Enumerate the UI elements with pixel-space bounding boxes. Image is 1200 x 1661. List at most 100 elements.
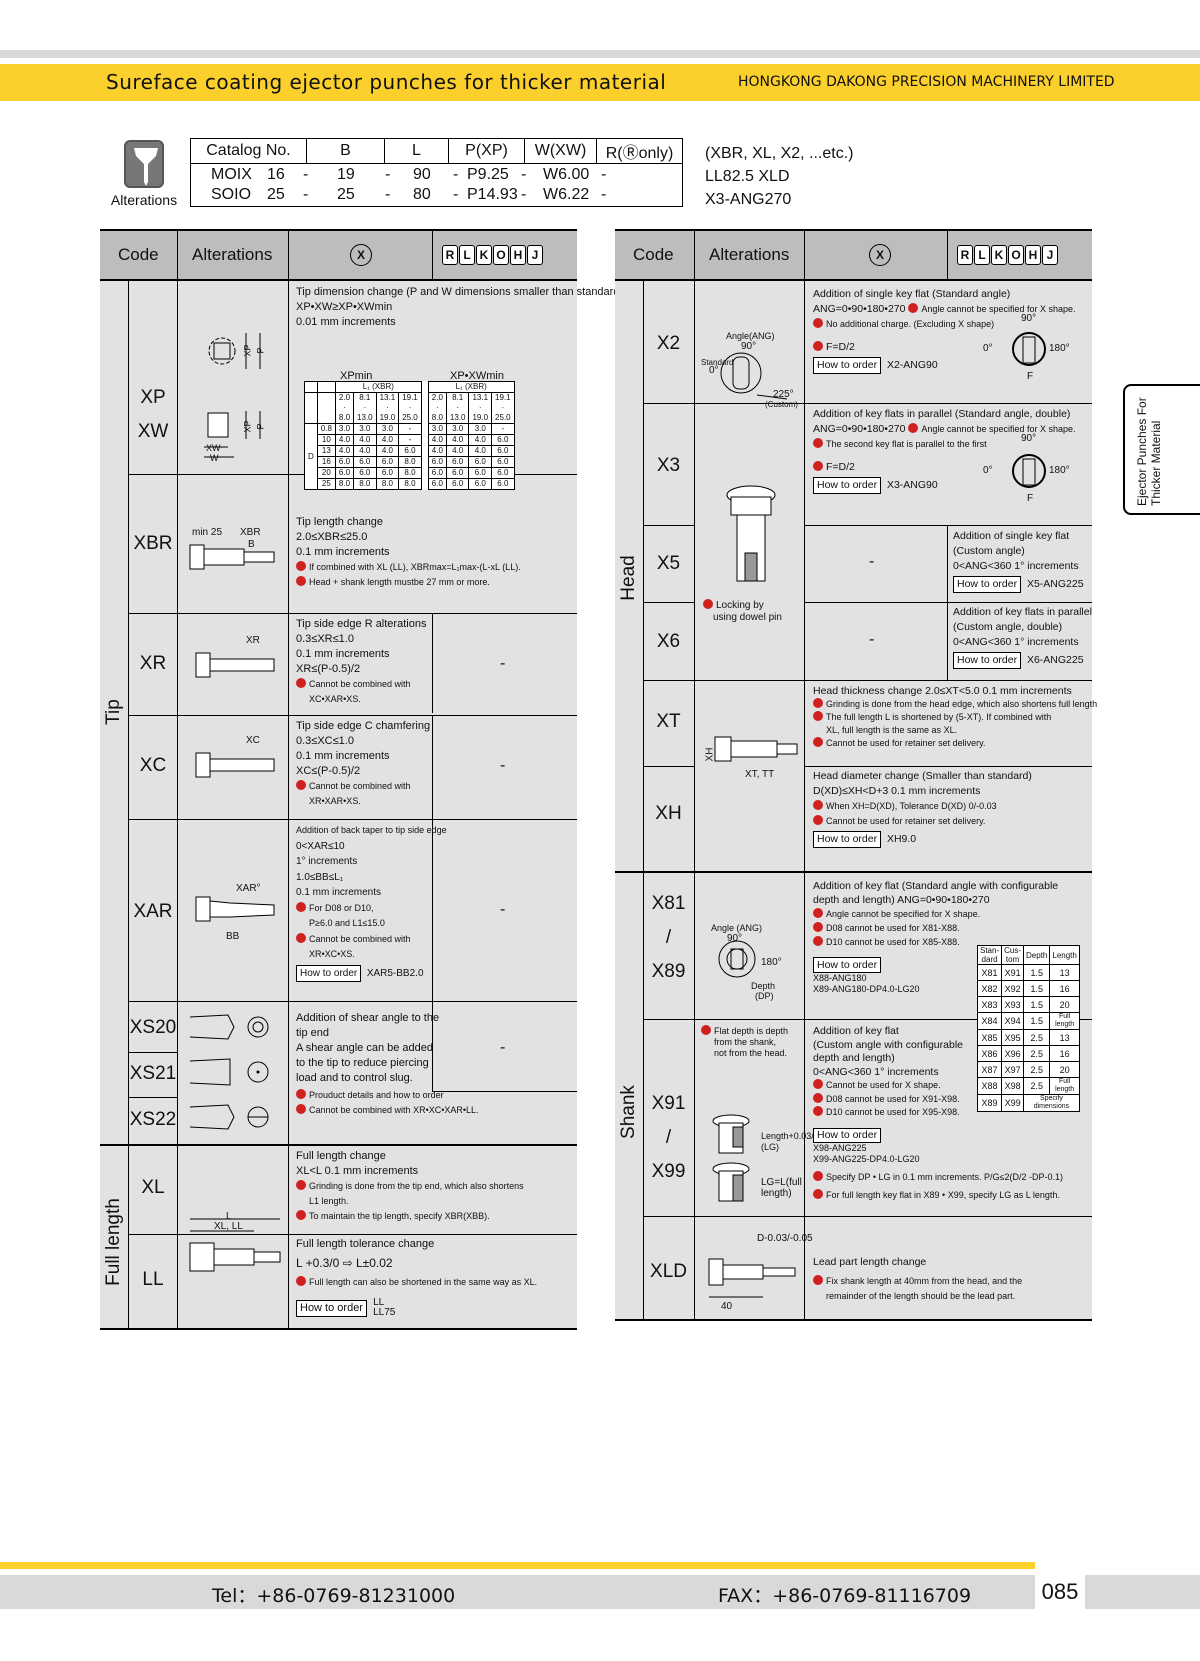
x2-lbl-std: Standard xyxy=(701,358,734,367)
warning-icon xyxy=(296,576,306,586)
footer-rule xyxy=(0,1562,1035,1569)
l1-range: 13.1 · 19.0 xyxy=(375,392,400,424)
warning-icon xyxy=(701,1025,711,1035)
dt-cell: X84 xyxy=(976,1012,1003,1030)
code-xc: XC xyxy=(139,755,167,776)
code-xl: XL xyxy=(141,1177,165,1198)
xpmin-cell: 3.0 xyxy=(375,423,400,435)
warning-icon xyxy=(296,1089,306,1099)
warning-icon xyxy=(296,932,306,943)
x2-lbl-ang: Angle(ANG) xyxy=(726,331,775,341)
footer-fax: FAX：+86-0769-81116709 xyxy=(718,1585,972,1607)
warning-icon xyxy=(813,698,823,708)
head-alterations-r: Alterations xyxy=(709,245,790,264)
x2-lbl-90: 90° xyxy=(741,341,757,352)
x91-lbl-len: Length+0.03/0(LG) xyxy=(761,1131,819,1152)
dt-cell: X89 xyxy=(976,1094,1003,1112)
cat-note-1: (XBR, XL, X2, ...etc.) xyxy=(705,145,854,162)
dt-cell: X96 xyxy=(1001,1045,1025,1062)
code-x5: X5 xyxy=(656,553,681,574)
catalog-notes: (XBR, XL, X2, ...etc.) LL82.5 XLD X3-ANG… xyxy=(705,142,854,211)
group-full-length: Full length xyxy=(103,1198,124,1286)
xpmin-cell: 4.0 xyxy=(353,445,377,457)
xpxwmin-cell: - xyxy=(491,423,515,435)
xpmin-cell: 3.0 xyxy=(334,423,355,435)
warning-icon xyxy=(813,936,823,946)
dt-cell: X81 xyxy=(976,964,1003,981)
cat-r1-s5: - xyxy=(601,166,607,183)
xpmin-cell: 8.0 xyxy=(375,478,400,490)
x81-drawing xyxy=(718,940,756,978)
xpxwmin-cell: 6.0 xyxy=(491,478,515,490)
dt-head: Stan- dard xyxy=(976,945,1003,965)
l1-range: 8.1 · 13.0 xyxy=(445,392,470,424)
cat-r1-w: W6.00 xyxy=(543,166,590,183)
ll-desc: Full length tolerance change L +0.3/0 ⇨ … xyxy=(296,1238,538,1319)
xpmin-cell: 4.0 xyxy=(353,434,377,446)
dt-cell: Full length xyxy=(1049,1077,1080,1095)
cat-r1-s3: - xyxy=(453,166,459,183)
warning-icon xyxy=(908,423,919,433)
xpmin-cell: 6.0 xyxy=(353,456,377,468)
xpxwmin-cell: 6.0 xyxy=(491,467,515,479)
xl-lbl-xl: XL, LL xyxy=(214,1221,243,1232)
head-code-r: Code xyxy=(633,245,674,264)
cat-col-p: P(XP) xyxy=(448,138,525,164)
x-shape-icon: X xyxy=(350,244,372,266)
xr-dash: - xyxy=(500,655,506,672)
xpmin-cell: 6.0 xyxy=(334,467,355,479)
x5-desc: Addition of single key flat(Custom angle… xyxy=(953,529,1084,593)
dt-cell: X88 xyxy=(976,1077,1003,1095)
x2-desc: Addition of single key flat (Standard an… xyxy=(813,287,1076,374)
xp-xw-drawing xyxy=(204,333,261,458)
key-r: R xyxy=(442,245,458,265)
xpxwmin-title: XP•XWmin xyxy=(450,370,504,382)
x81-desc: Addition of key flat (Standard angle wit… xyxy=(813,880,1059,994)
warning-icon xyxy=(813,1079,823,1089)
xbr-drawing xyxy=(189,544,275,570)
l1-range: 19.1 · 25.0 xyxy=(398,392,422,424)
code-ll: LL xyxy=(142,1269,164,1290)
xc-dash: - xyxy=(500,757,506,774)
xar-drawing xyxy=(195,896,275,922)
warning-icon xyxy=(296,561,306,571)
cat-r2-b: 25 xyxy=(337,186,355,203)
alterations-icon: Alterations xyxy=(104,140,184,208)
xar-lbl-bb: BB xyxy=(226,931,240,942)
x2-how-to-order: How to order xyxy=(813,357,882,374)
xpxwmin-cell: 4.0 xyxy=(427,434,447,446)
xr-drawing xyxy=(195,652,275,678)
x5-how-to-order: How to order xyxy=(953,576,1022,593)
xpxwmin-cell: 6.0 xyxy=(427,478,447,490)
xpxwmin-cell: 6.0 xyxy=(445,456,470,468)
code-x3: X3 xyxy=(656,455,681,476)
dt-cell: 20 xyxy=(1049,1061,1080,1078)
dt-cell: 2.5 xyxy=(1023,1045,1051,1062)
code-xs21: XS21 xyxy=(129,1063,177,1084)
l1-range: 19.1 · 25.0 xyxy=(491,392,515,424)
dt-head: Depth xyxy=(1023,945,1051,965)
xpxwmin-cell: 4.0 xyxy=(445,445,470,457)
xs-dash: - xyxy=(500,1039,506,1056)
warning-icon xyxy=(813,1171,823,1181)
warning-icon xyxy=(813,1188,823,1199)
dt-cell: 16 xyxy=(1049,980,1080,997)
footer-bar: Tel：+86-0769-81231000 FAX：+86-0769-81116… xyxy=(0,1575,1200,1609)
cat-r1-b: 19 xyxy=(337,166,355,183)
xpmin-cell: 6.0 xyxy=(398,445,422,457)
warning-icon xyxy=(813,737,823,747)
dt-cell: 13 xyxy=(1049,964,1080,981)
xh-lbl: XH xyxy=(704,747,716,762)
xpxwmin-cell: 6.0 xyxy=(427,456,447,468)
x6-dash: - xyxy=(869,631,875,648)
x91-desc: Addition of key flat(Custom angle with c… xyxy=(813,1025,1063,1200)
xpxwmin-cell: 3.0 xyxy=(468,423,493,435)
warning-icon xyxy=(296,780,306,790)
code-xbr: XBR xyxy=(133,533,173,554)
dt-cell: X97 xyxy=(1001,1061,1025,1078)
